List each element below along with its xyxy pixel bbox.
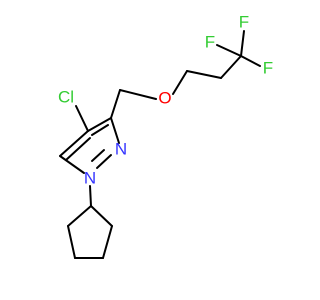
atom-nitrogen-1: N bbox=[84, 169, 96, 188]
molecule-structure: Cl O N N F F F bbox=[58, 13, 273, 259]
bond-c-f-left bbox=[216, 44, 242, 57]
bond-o-ch2 bbox=[172, 70, 188, 95]
bond-n2-n1 bbox=[96, 154, 112, 169]
bond-c3-c3-double bbox=[91, 124, 109, 136]
bond-c3-n2 bbox=[110, 117, 120, 144]
bond-n1-c5 bbox=[59, 155, 85, 174]
bond-n1-cp bbox=[89, 185, 92, 207]
bond-c3-ch2 bbox=[110, 89, 121, 119]
bond-cp-4 bbox=[67, 225, 76, 259]
bond-cp-1 bbox=[90, 205, 113, 227]
bond-c-f-top bbox=[240, 30, 245, 57]
bond-c-f-right bbox=[240, 55, 261, 67]
bond-c5-c4-double bbox=[65, 137, 91, 161]
bond-cp-2 bbox=[102, 225, 113, 259]
atom-labels: Cl O N N F F F bbox=[58, 13, 273, 188]
bond-cp-5 bbox=[67, 205, 92, 227]
bond-ch2-ch2 bbox=[186, 70, 222, 79]
bond-n2-n1-double bbox=[91, 149, 105, 162]
atom-nitrogen-2: N bbox=[115, 140, 127, 159]
bond-ch2-cf3 bbox=[220, 55, 242, 79]
bond-c4-cl bbox=[75, 105, 89, 132]
atom-fluorine-right: F bbox=[263, 59, 273, 78]
atom-fluorine-top: F bbox=[239, 13, 249, 32]
bonds bbox=[59, 30, 261, 259]
bond-c5-c4 bbox=[59, 130, 89, 157]
bond-ch2-o bbox=[119, 89, 157, 100]
atom-fluorine-left: F bbox=[205, 33, 215, 52]
bond-c4-c3 bbox=[87, 117, 112, 132]
atom-oxygen: O bbox=[158, 89, 171, 108]
atom-chlorine: Cl bbox=[58, 88, 74, 107]
